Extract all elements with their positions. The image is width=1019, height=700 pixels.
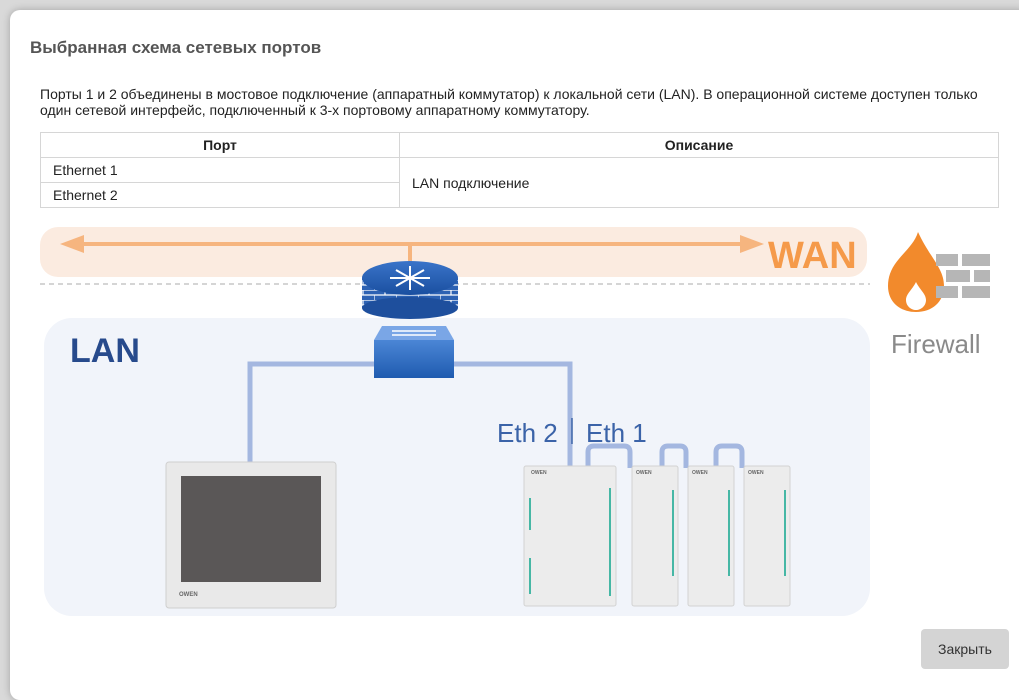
eth1-label: Eth 1 (586, 418, 647, 448)
ports-table: Порт Описание Ethernet 1 LAN подключение… (40, 132, 999, 208)
plc-expansion-module: OWEN (631, 465, 679, 607)
wan-band (40, 227, 867, 277)
plc-expansion-module: OWEN (687, 465, 735, 607)
port-cell: Ethernet 2 (40, 182, 400, 208)
plc-expansion-module: OWEN (743, 465, 791, 607)
firewall-label: Firewall (891, 329, 981, 359)
eth2-label: Eth 2 (497, 418, 558, 448)
close-button[interactable]: Закрыть (921, 629, 1009, 669)
wan-arrow (60, 235, 764, 262)
device-brand: OWEN (748, 470, 764, 476)
description-text: Порты 1 и 2 объединены в мостовое подклю… (40, 86, 978, 118)
port-column-header: Порт (40, 132, 400, 158)
device-brand: OWEN (636, 470, 652, 476)
device-brand: OWEN (531, 470, 547, 476)
panel-pc-device: OWEN (165, 461, 337, 609)
wan-label: WAN (768, 235, 857, 277)
dialog-title: Выбранная схема сетевых портов (30, 38, 322, 57)
description-cell: LAN подключение (399, 157, 999, 208)
device-brand: OWEN (179, 592, 198, 598)
table-row: Ethernet 2 (40, 182, 999, 208)
router-icon (362, 261, 458, 319)
switch-icon (374, 326, 454, 378)
firewall-icon (888, 232, 990, 312)
table-header-row: Порт Описание (40, 132, 999, 158)
table-row: Ethernet 1 LAN подключение (40, 157, 999, 208)
lan-label: LAN (70, 332, 140, 370)
lan-cables (247, 361, 745, 468)
device-brand: OWEN (692, 470, 708, 476)
plc-main-module: OWEN (523, 465, 617, 607)
port-cell: Ethernet 1 (40, 157, 400, 183)
